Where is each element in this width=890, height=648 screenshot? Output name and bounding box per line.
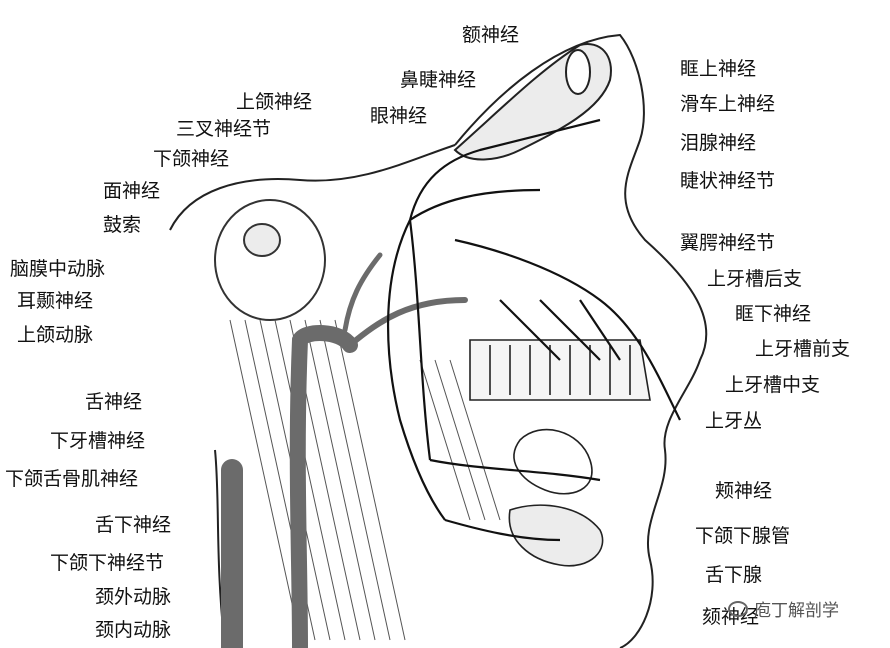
- frontal-bone: [453, 43, 612, 161]
- label-infraorbital-nerve: 眶下神经: [735, 303, 812, 325]
- muscle-hatching: [229, 319, 501, 641]
- label-facial-nerve: 面神经: [103, 180, 161, 202]
- watermark: 庖丁解剖学: [728, 596, 839, 621]
- label-maxillary-artery: 上颌动脉: [17, 324, 94, 346]
- label-posterior-superior-alveolar: 上牙槽后支: [707, 268, 803, 290]
- label-maxillary-nerve: 上颌神经: [236, 91, 313, 113]
- label-submandibular-ganglion: 下颌下神经节: [50, 552, 165, 574]
- label-hypoglossal-nerve: 舌下神经: [95, 514, 172, 536]
- label-internal-carotid: 颈内动脉: [95, 619, 172, 641]
- ear-region: [214, 199, 326, 321]
- watermark-text: 庖丁解剖学: [754, 601, 839, 621]
- maxilla-teeth: [469, 339, 651, 567]
- label-trigeminal-ganglion: 三叉神经节: [176, 118, 272, 140]
- label-inferior-alveolar-nerve: 下牙槽神经: [50, 430, 146, 452]
- label-mandibular-nerve: 下颌神经: [153, 148, 230, 170]
- nerves: [386, 118, 681, 542]
- label-lacrimal-nerve: 泪腺神经: [680, 132, 757, 154]
- label-auriculotemporal-nerve: 耳颞神经: [17, 290, 94, 312]
- label-mylohyoid-nerve: 下颌舌骨肌神经: [5, 468, 139, 490]
- label-pterygopalatine-ganglion: 翼腭神经节: [680, 232, 776, 254]
- wechat-icon: [728, 600, 748, 617]
- label-middle-superior-alveolar: 上牙槽中支: [725, 374, 821, 396]
- label-external-carotid: 颈外动脉: [95, 586, 172, 608]
- label-chorda-tympani: 鼓索: [103, 214, 142, 236]
- label-nasociliary-nerve: 鼻睫神经: [400, 69, 477, 91]
- label-middle-meningeal-artery: 脑膜中动脉: [10, 258, 106, 280]
- label-frontal-nerve: 额神经: [462, 24, 520, 46]
- label-anterior-superior-alveolar: 上牙槽前支: [755, 338, 851, 360]
- label-ophthalmic-nerve: 眼神经: [370, 105, 428, 127]
- label-ciliary-ganglion: 睫状神经节: [680, 170, 776, 192]
- label-supraorbital-nerve: 眶上神经: [680, 58, 757, 80]
- label-lingual-nerve: 舌神经: [85, 391, 143, 413]
- label-buccal-nerve: 颊神经: [715, 480, 773, 502]
- label-sublingual-gland: 舌下腺: [705, 564, 763, 586]
- label-submandibular-duct: 下颌下腺管: [695, 525, 791, 547]
- label-supratrochlear-nerve: 滑车上神经: [680, 93, 776, 115]
- label-superior-dental-plexus: 上牙丛: [705, 410, 763, 432]
- vessels: [221, 252, 468, 648]
